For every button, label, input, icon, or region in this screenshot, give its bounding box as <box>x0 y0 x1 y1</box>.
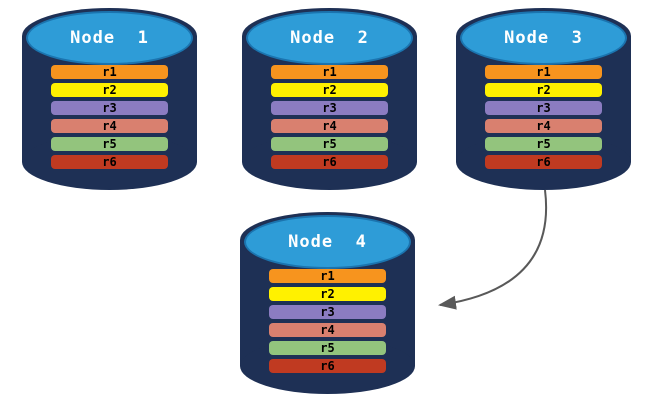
replica-row-r6: r6 <box>271 155 388 169</box>
replica-row-r3: r3 <box>271 101 388 115</box>
cylinder-top-face: Node 4 <box>244 215 411 269</box>
replica-row-r4: r4 <box>485 119 602 133</box>
replica-row-r5: r5 <box>271 137 388 151</box>
row-list: r1 r2 r3 r4 r5 r6 <box>269 269 386 377</box>
replica-row-r3: r3 <box>51 101 168 115</box>
row-list: r1 r2 r3 r4 r5 r6 <box>51 65 168 173</box>
replica-row-r2: r2 <box>269 287 386 301</box>
replica-row-r2: r2 <box>51 83 168 97</box>
row-list: r1 r2 r3 r4 r5 r6 <box>271 65 388 173</box>
replica-row-r5: r5 <box>51 137 168 151</box>
db-node-1: Node 1 r1 r2 r3 r4 r5 r6 <box>22 8 197 190</box>
replica-row-r3: r3 <box>269 305 386 319</box>
replica-row-r2: r2 <box>271 83 388 97</box>
db-node-4: Node 4 r1 r2 r3 r4 r5 r6 <box>240 212 415 394</box>
replica-row-r4: r4 <box>269 323 386 337</box>
replica-row-r5: r5 <box>269 341 386 355</box>
replica-row-r6: r6 <box>51 155 168 169</box>
replica-row-r1: r1 <box>271 65 388 79</box>
replica-row-r6: r6 <box>269 359 386 373</box>
replica-row-r6: r6 <box>485 155 602 169</box>
replica-row-r4: r4 <box>271 119 388 133</box>
db-node-3: Node 3 r1 r2 r3 r4 r5 r6 <box>456 8 631 190</box>
replica-row-r3: r3 <box>485 101 602 115</box>
replica-row-r1: r1 <box>485 65 602 79</box>
cylinder-top-face: Node 2 <box>246 11 413 65</box>
node-title: Node 3 <box>504 28 583 48</box>
node-title: Node 1 <box>70 28 149 48</box>
replica-row-r5: r5 <box>485 137 602 151</box>
row-list: r1 r2 r3 r4 r5 r6 <box>485 65 602 173</box>
replica-row-r4: r4 <box>51 119 168 133</box>
x-mark-icon <box>492 50 584 188</box>
failover-arrow-path <box>438 189 548 310</box>
cylinder-top-face: Node 3 <box>460 11 627 65</box>
node-title: Node 2 <box>290 28 369 48</box>
node-title: Node 4 <box>288 232 367 252</box>
replica-row-r1: r1 <box>51 65 168 79</box>
db-node-2: Node 2 r1 r2 r3 r4 r5 r6 <box>242 8 417 190</box>
replica-row-r1: r1 <box>269 269 386 283</box>
cylinder-top-face: Node 1 <box>26 11 193 65</box>
replica-row-r2: r2 <box>485 83 602 97</box>
